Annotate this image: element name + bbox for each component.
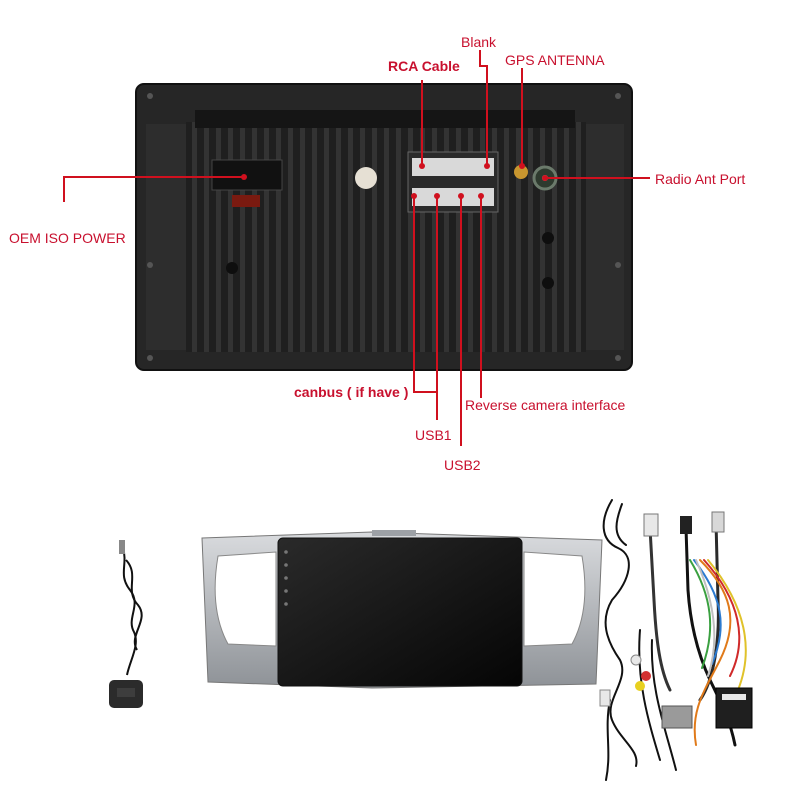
connector-plugs [599,511,753,729]
label-usb2: USB2 [444,457,481,473]
callout-lines [63,50,650,446]
head-unit-rear [135,83,633,371]
label-oem-iso-power: OEM ISO POWER [9,230,126,246]
label-canbus: canbus ( if have ) [294,384,409,400]
wiring-harness-icon [602,499,747,781]
gps-puck-icon [109,540,143,708]
label-rca-cable: RCA Cable [388,58,460,74]
label-usb1: USB1 [415,427,452,443]
label-gps-antenna: GPS ANTENNA [505,52,605,68]
callout-dots [241,163,548,199]
label-reverse-camera: Reverse camera interface [465,397,626,413]
label-radio-ant-port: Radio Ant Port [655,171,746,187]
head-unit-front [201,530,603,689]
label-blank: Blank [461,34,497,50]
